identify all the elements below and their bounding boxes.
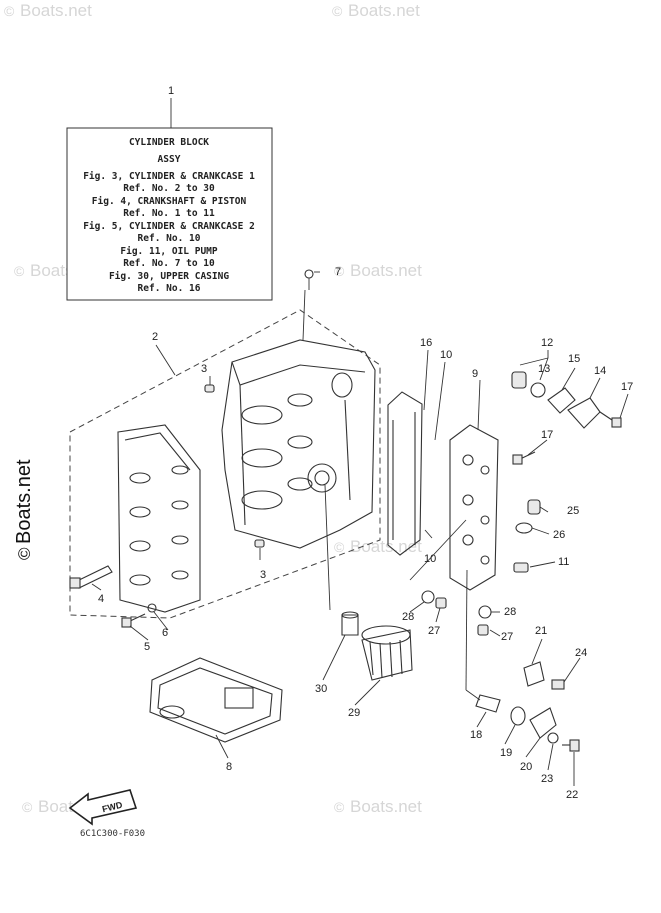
- small-parts-left: [69, 269, 314, 628]
- title-line-7: Ref. No. 10: [138, 233, 201, 244]
- title-line-5: Ref. No. 1 to 11: [123, 208, 215, 219]
- watermark-copyright: ©: [334, 799, 345, 815]
- callout-16: 16: [420, 337, 432, 349]
- callout-29: 29: [348, 707, 360, 719]
- callout-26: 26: [553, 529, 565, 541]
- callout-13: 13: [538, 363, 550, 375]
- cover-plate: [449, 424, 499, 591]
- callout-17: 17: [621, 381, 633, 393]
- oil-filter: [341, 611, 413, 681]
- callout-15: 15: [568, 353, 580, 365]
- thermostat-parts: [511, 371, 622, 465]
- callout-23: 23: [541, 773, 553, 785]
- callout-3: 3: [260, 569, 266, 581]
- callout-28: 28: [504, 606, 516, 618]
- callout-25: 25: [567, 505, 579, 517]
- fwd-label: FWD: [101, 800, 124, 815]
- callout-17: 17: [541, 429, 553, 441]
- title-line-3: Ref. No. 2 to 30: [123, 183, 215, 194]
- callout-12: 12: [541, 337, 553, 349]
- callout-9: 9: [472, 368, 478, 380]
- callout-30: 30: [315, 683, 327, 695]
- callout-22: 22: [566, 789, 578, 801]
- base-plate: [149, 657, 283, 743]
- watermark-copyright: ©: [332, 3, 343, 19]
- callout-7: 7: [335, 266, 341, 278]
- callout-10: 10: [424, 553, 436, 565]
- callout-27: 27: [428, 625, 440, 637]
- title-line-1: ASSY: [158, 154, 181, 165]
- title-line-6: Fig. 5, CYLINDER & CRANKCASE 2: [83, 221, 255, 232]
- watermark-text: Boats.net: [350, 537, 422, 556]
- fwd-arrow-icon: [68, 789, 138, 826]
- callout-14: 14: [594, 365, 606, 377]
- watermark-text: Boats.net: [350, 261, 422, 280]
- watermark-layer: © Boats.net © Boats.net © Boats.net © Bo…: [4, 1, 422, 816]
- diagram-code: 6C1C300-F030: [80, 829, 145, 839]
- fwd-arrow: FWD: [68, 789, 138, 826]
- title-box: 1 CYLINDER BLOCK ASSY Fig. 3, CYLINDER &…: [66, 85, 273, 301]
- crankcase-part: [117, 424, 201, 613]
- callout-8: 8: [226, 761, 232, 773]
- watermark-copyright: ©: [334, 539, 345, 555]
- watermark-copyright: ©: [14, 263, 25, 279]
- title-line-10: Fig. 30, UPPER CASING: [109, 271, 229, 282]
- callout-18: 18: [470, 729, 482, 741]
- watermark-copyright: ©: [4, 3, 15, 19]
- callout-5: 5: [144, 641, 150, 653]
- callouts: 2 3 3 4 5 6 7 8 9 10 10 11 12 13 14 15 1…: [98, 266, 633, 801]
- callout-21: 21: [535, 625, 547, 637]
- title-box-frame: [66, 127, 273, 301]
- gasket-part: [387, 391, 423, 556]
- watermark-text: Boats.net: [20, 1, 92, 20]
- callout-20: 20: [520, 761, 532, 773]
- watermark-copyright: ©: [22, 799, 33, 815]
- leader-lines: [91, 271, 629, 786]
- watermark-copyright: ©: [334, 263, 345, 279]
- side-watermark-copyright: ©: [15, 547, 34, 560]
- callout-4: 4: [98, 593, 104, 605]
- title-line-11: Ref. No. 16: [138, 283, 201, 294]
- plug-parts: [421, 590, 492, 636]
- side-watermark: © Boats.net: [13, 459, 35, 560]
- callout-3: 3: [201, 363, 207, 375]
- side-watermark-text: Boats.net: [13, 459, 35, 544]
- cylinder-block: [221, 339, 376, 549]
- title-line-4: Fig. 4, CRANKSHAFT & PISTON: [92, 196, 247, 207]
- title-line-9: Ref. No. 7 to 10: [123, 258, 215, 269]
- title-line-0: CYLINDER BLOCK: [129, 137, 209, 148]
- callout-19: 19: [500, 747, 512, 759]
- callout-28: 28: [402, 611, 414, 623]
- sensor-parts: [475, 661, 580, 752]
- callout-27: 27: [501, 631, 513, 643]
- callout-1: 1: [168, 85, 174, 97]
- callout-10: 10: [440, 349, 452, 361]
- gasket-inner: [392, 412, 416, 545]
- watermark-text: Boats.net: [350, 797, 422, 816]
- assembly-outline: [69, 309, 381, 619]
- fitting-parts: [513, 499, 541, 573]
- watermark-text: Boats.net: [348, 1, 420, 20]
- callout-6: 6: [162, 627, 168, 639]
- callout-11: 11: [558, 556, 569, 568]
- title-line-8: Fig. 11, OIL PUMP: [120, 246, 218, 257]
- title-line-2: Fig. 3, CYLINDER & CRANKCASE 1: [83, 171, 255, 182]
- callout-2: 2: [152, 331, 158, 343]
- callout-24: 24: [575, 647, 587, 659]
